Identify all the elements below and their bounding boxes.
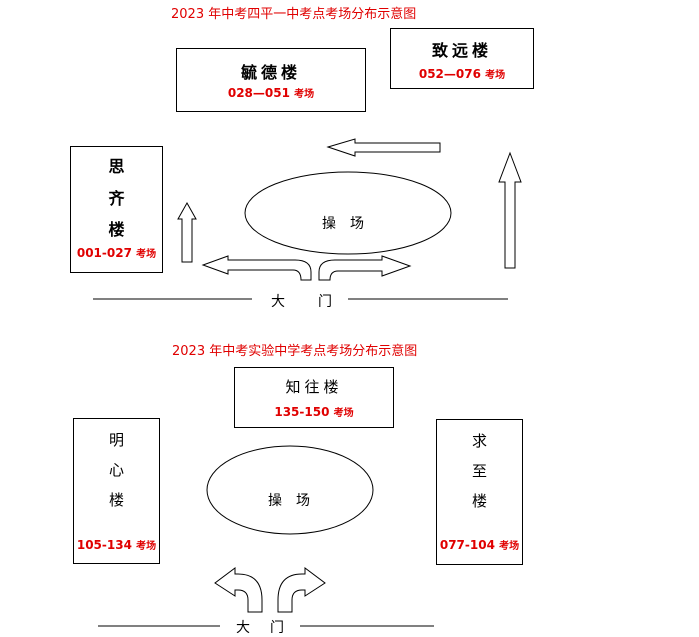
building-qiuzhi-char-3: 楼 [471,492,487,510]
building-zhiyuan-rooms: 052—076 考场 [418,67,506,81]
building-mingxin-rooms: 105-134 考场 [76,538,157,552]
playground-label-1: 操 场 [322,216,364,232]
building-mingxin-char-1: 明 [108,431,124,449]
building-zhiwang: 知往楼 135-150 考场 [234,367,394,428]
gate-label-da-1: 大 [271,294,285,310]
building-mingxin-char-2: 心 [108,461,124,479]
turn-right-arrow-icon [318,255,412,281]
building-yude-rooms: 028—051 考场 [227,86,315,100]
arrow-up-icon [177,201,197,263]
building-yude-name: 毓德楼 [240,63,301,82]
playground-oval-1 [244,171,452,255]
building-siqi-char-3: 楼 [108,220,125,239]
arrow-up-icon [498,151,522,269]
building-siqi-char-1: 思 [108,157,125,176]
building-qiuzhi-char-2: 至 [471,462,487,480]
building-zhiyuan-name: 致远楼 [431,41,492,60]
building-mingxin: 明 心 楼 105-134 考场 [73,418,160,564]
arrow-left-icon [326,138,441,157]
gate-label-men-2: 门 [270,620,284,636]
map1-title: 2023 年中考四平一中考点考场分布示意图 [171,7,417,22]
building-zhiwang-name: 知往楼 [285,378,343,396]
map2-title: 2023 年中考实验中学考点考场分布示意图 [172,344,418,359]
playground-oval-2 [206,445,374,535]
gate-label-men-1: 门 [318,294,332,310]
building-qiuzhi-char-1: 求 [471,432,487,450]
building-yude: 毓德楼 028—051 考场 [176,48,366,112]
building-qiuzhi-rooms: 077-104 考场 [439,538,520,552]
building-zhiyuan: 致远楼 052—076 考场 [390,28,534,89]
building-siqi: 思 齐 楼 001-027 考场 [70,146,163,273]
turn-left-arrow-icon [214,567,263,613]
building-siqi-rooms: 001-027 考场 [76,246,157,260]
building-siqi-char-2: 齐 [108,189,125,208]
building-qiuzhi: 求 至 楼 077-104 考场 [436,419,523,565]
playground-label-2: 操 场 [268,493,310,509]
turn-right-arrow-icon [277,567,326,613]
building-zhiwang-rooms: 135-150 考场 [274,405,354,419]
turn-left-arrow-icon [201,255,312,281]
building-mingxin-char-3: 楼 [108,491,124,509]
gate-label-da-2: 大 [236,620,250,636]
